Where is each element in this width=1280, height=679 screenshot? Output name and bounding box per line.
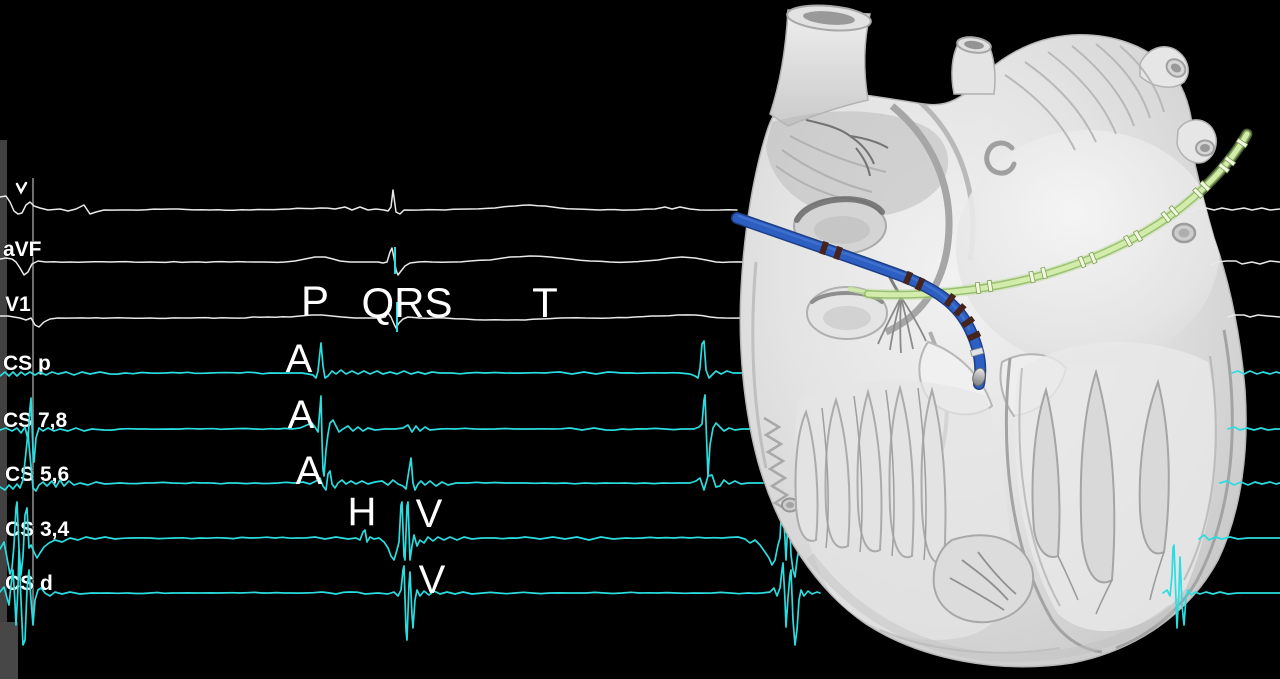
bottom-left-corner-block (0, 622, 18, 679)
cs-electrode-bands (974, 137, 1249, 295)
trace-V1 (0, 312, 743, 329)
rv-papillary-cluster (932, 534, 1035, 624)
lead-label-CS-56: CS 5,6 (5, 463, 69, 486)
trace-CS_p-right (1231, 370, 1280, 375)
lv-papillary-muscles (1031, 368, 1170, 584)
annotation-a-3: A (286, 337, 313, 381)
lead-label-CS-d: CS d (5, 572, 53, 595)
caliper-ticks (394, 247, 398, 332)
pulmonary-trunk-vessel (951, 36, 996, 95)
annotation-h-6: H (348, 490, 377, 534)
trace-aVF-right (1211, 260, 1280, 266)
trace-CS_34-right (1198, 534, 1280, 541)
annotation-v-7: V (416, 492, 443, 536)
trace-lead_top-right (1186, 207, 1280, 213)
annotation-a-4: A (288, 393, 315, 437)
ecg-traces-right-segments (1162, 207, 1280, 629)
annotation-p-0: P (301, 277, 329, 324)
lead-label-V1: V1 (5, 293, 31, 316)
lead-label-CS-78: CS 7,8 (3, 409, 68, 432)
trace-CS_56 (0, 431, 764, 492)
his-electrode-bands (819, 240, 982, 342)
lead-label-CS-p: CS p (3, 352, 51, 375)
svc-vessel (769, 4, 872, 127)
lead-label-aVF: aVF (3, 238, 42, 261)
his-tip-white-band (969, 347, 985, 357)
his-catheter-blue (731, 212, 987, 390)
clipped-lead-label-mark (15, 181, 28, 195)
annotation-a-5: A (296, 449, 323, 493)
pulmonary-vein-stub-upper (1139, 46, 1189, 88)
frame-strips (0, 140, 18, 679)
trace-lead_top (0, 189, 738, 215)
la-surface-lines (1004, 43, 1165, 151)
cs-catheter-green (847, 128, 1253, 301)
annotation-v-8: V (419, 558, 446, 602)
vein-opening-ring (1171, 222, 1197, 244)
trace-CS_34 (0, 501, 821, 578)
trace-V1-right (1227, 314, 1280, 318)
trace-CS_78 (0, 394, 763, 477)
heart-interior (751, 43, 1234, 662)
left-edge-strip (0, 140, 7, 622)
trace-CS_p (0, 340, 761, 379)
ecg-traces (0, 189, 821, 646)
trace-CS_78-right (1227, 426, 1280, 431)
annotation-t-2: T (532, 279, 558, 326)
trace-aVF (0, 247, 746, 276)
trace-CS_d (0, 549, 821, 646)
his-tip-electrode (972, 367, 986, 387)
annotation-qrs-1: QRS (361, 279, 452, 326)
la-appendage-ring (984, 140, 1017, 176)
trace-CS_56-right (1219, 480, 1280, 486)
trace-CS_d-right (1162, 544, 1280, 629)
pulmonary-vein-stub-lower (1176, 119, 1217, 164)
heart-illustration (731, 4, 1253, 668)
rv-trabeculae (794, 384, 947, 565)
